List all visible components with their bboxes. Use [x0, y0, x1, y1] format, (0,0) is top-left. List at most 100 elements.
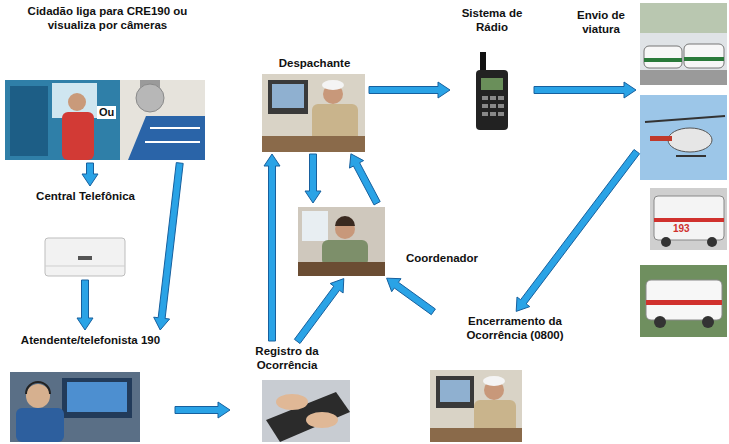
wheel: [654, 316, 666, 328]
radio-body: [476, 70, 508, 130]
police-car: [684, 44, 724, 68]
radio-key: [490, 112, 496, 116]
police-car: [644, 46, 682, 68]
desk: [262, 136, 365, 152]
radio-screen: [481, 78, 503, 90]
photo-ground: [262, 74, 365, 152]
radio-key: [498, 112, 504, 116]
flow-arrow: [264, 154, 280, 341]
flow-arrow: [369, 82, 450, 98]
process-node: Coordenador: [296, 205, 486, 277]
process-node: Registro da Ocorrência: [232, 343, 352, 443]
phone-switch: [45, 238, 125, 276]
sign-stripe: [145, 141, 200, 143]
person-head: [68, 93, 86, 111]
monitor: [62, 378, 132, 418]
node-label: Despachante: [262, 57, 367, 71]
monitor-screen: [272, 84, 304, 108]
monitor-screen: [67, 382, 127, 412]
person-head: [26, 384, 50, 408]
police-cars-photo: [640, 3, 727, 85]
photo-ground: [10, 372, 140, 442]
ambulance-stripe: [646, 300, 722, 305]
photo-ground: [298, 207, 385, 276]
photo-ground: [640, 265, 727, 337]
wheel: [707, 237, 717, 247]
process-node: Cidadão liga para CRE190 ou visualiza po…: [5, 3, 210, 161]
photo-ground: [262, 380, 350, 442]
process-node: Envio de viatura: [638, 3, 727, 337]
flow-arrow: [77, 280, 93, 330]
node-label: Coordenador: [400, 252, 484, 266]
helicopter-photo: [640, 95, 727, 180]
antenna: [480, 52, 486, 72]
sign-stripe: [150, 127, 200, 129]
flow-arrow: [154, 163, 184, 330]
radio-key: [482, 112, 488, 116]
ambulance-photo: [650, 188, 727, 250]
car-stripe: [684, 57, 724, 61]
node-label: Sistema de Rádio: [457, 7, 527, 35]
skid: [676, 155, 706, 157]
window: [302, 211, 328, 241]
node-label: Envio de viatura: [570, 9, 632, 37]
cap: [322, 80, 344, 90]
trees: [640, 3, 727, 33]
vehicle-number: 193: [672, 223, 691, 235]
switch-box: [45, 238, 125, 276]
desk: [298, 262, 385, 276]
flow-arrow: [350, 154, 381, 205]
flow-arrow: [175, 402, 230, 418]
switch-badge: [78, 256, 92, 260]
radio-key: [490, 104, 496, 108]
flow-arrow: [82, 163, 98, 186]
citizen-photo: [5, 80, 120, 160]
node-label: Central Telefônica: [28, 190, 143, 204]
keyboard: [266, 392, 350, 442]
hand: [306, 412, 338, 428]
wheel: [702, 316, 714, 328]
rotor: [645, 116, 725, 122]
node-label: Atendente/telefonista 190: [8, 334, 173, 348]
ambulance: [654, 196, 724, 240]
flow-arrow: [387, 278, 436, 315]
photo-caption: Ou: [97, 106, 116, 119]
flow-arrow: [305, 154, 321, 203]
process-node: Central Telefônica: [28, 188, 143, 278]
monitor-screen: [440, 380, 470, 402]
monitor: [268, 80, 308, 114]
radio-key: [482, 104, 488, 108]
radio-key: [490, 96, 496, 100]
operator-photo: [10, 372, 140, 442]
photo-ground: [640, 95, 727, 180]
wheel: [661, 237, 671, 247]
booth-panel: [10, 86, 48, 156]
desk: [430, 428, 522, 442]
camera-photo: [120, 80, 205, 160]
person-body: [62, 112, 94, 160]
radio-key: [498, 96, 504, 100]
process-node: Despachante: [262, 55, 367, 152]
flow-arrow: [294, 279, 343, 344]
radio-key: [482, 96, 488, 100]
road: [640, 70, 727, 85]
process-node: Encerramento da Ocorrência (0800): [428, 313, 603, 443]
car-stripe: [644, 58, 682, 62]
node-label: Registro da Ocorrência: [242, 345, 332, 373]
radio-key: [498, 104, 504, 108]
photo-ground: [640, 3, 727, 85]
ambulance-stripe: [654, 218, 724, 222]
ambulance: [646, 280, 722, 320]
tail-boom: [650, 136, 672, 141]
hand: [276, 394, 308, 410]
cap: [483, 376, 505, 386]
keyboard-photo: [262, 380, 350, 442]
process-node: Sistema de Rádio: [452, 5, 532, 133]
process-node: Atendente/telefonista 190: [8, 332, 173, 442]
node-label: Cidadão liga para CRE190 ou visualiza po…: [25, 5, 190, 33]
photo-ground: [5, 80, 120, 160]
radio-icon: [476, 52, 508, 130]
